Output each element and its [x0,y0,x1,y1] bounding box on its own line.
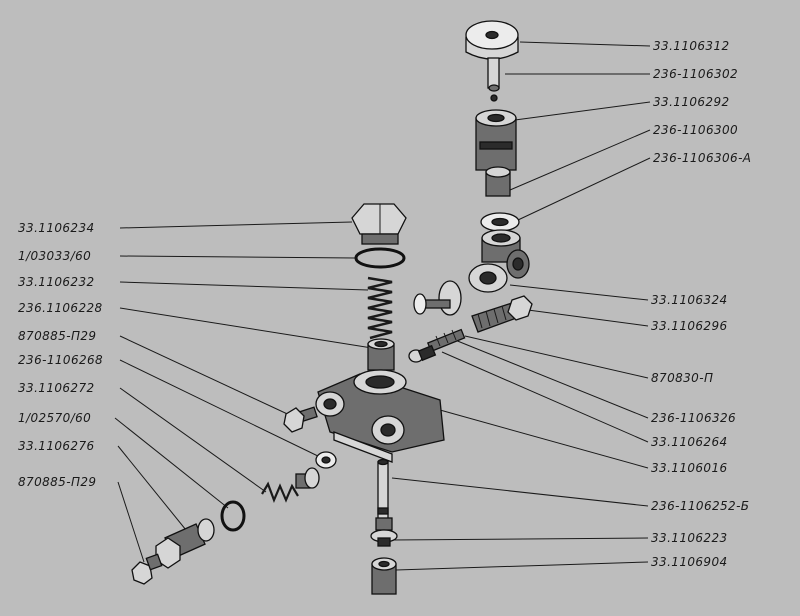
leader-870885-p29a [119,335,297,419]
label-870830-p: 870830-П [651,371,713,385]
leader-236-1106252b [391,477,649,507]
leader-236-1106228 [119,307,373,349]
label-1-03033-60: 1/03033/60 [18,249,91,263]
leader-236-1106300 [509,129,651,191]
leader-33-1106904 [395,561,649,571]
label-33-1106324: 33.1106324 [651,293,728,307]
leader-33-1106292 [514,101,651,121]
leader-33-1106324 [509,284,649,301]
part-gasket-washer [315,451,337,469]
leader-33-1106234 [119,221,353,229]
leader-236-1106326 [454,339,649,419]
leader-33-1106296 [527,309,649,327]
leader-lines [114,41,651,571]
label-870885-p29b: 870885-П29 [18,475,96,489]
label-33-1106223: 33.1106223 [651,531,728,545]
label-33-1106296: 33.1106296 [651,319,728,333]
part-cap-knob [465,20,519,60]
label-236-1106268: 236-1106268 [18,353,103,367]
leader-33-1106016 [439,409,649,469]
leader-236-1106306a [517,157,651,221]
part-valve-spring-assembly [261,467,320,503]
part-small-screw [283,406,318,433]
part-long-pin [377,458,389,521]
label-236-1106300: 236-1106300 [653,123,738,137]
label-33-1106276: 33.1106276 [18,439,95,453]
label-236-1106306a: 236-1106306-А [653,151,751,165]
part-hex-bolt [131,553,163,585]
label-236-1106228: 236.1106228 [18,301,103,315]
label-870885-p29a: 870885-П29 [18,329,96,343]
leader-1-02570-60 [114,417,229,509]
part-hex-cap [351,203,407,245]
leader-33-1106276 [117,445,187,531]
label-33-1106292: 33.1106292 [653,95,730,109]
part-plunger-rod [408,328,466,363]
part-piston-body [475,109,517,171]
part-seal-ring [220,500,246,532]
leader-33-1106264 [441,351,649,443]
part-valve-seat [367,338,395,371]
label-33-1106264: 33.1106264 [651,435,728,449]
label-33-1106232: 33.1106232 [18,275,95,289]
leader-1-03033-60 [119,255,356,259]
label-33-1106016: 33.1106016 [651,461,728,475]
leader-33-1106272 [119,387,267,493]
leader-236-1106268 [119,359,323,459]
label-33-1106272: 33.1106272 [18,381,95,395]
part-plunger-head [413,280,462,316]
part-washer [480,212,520,232]
part-o-ring [354,247,406,269]
part-spring [367,276,393,340]
part-pin-stem [487,57,500,102]
part-bushing [371,557,397,595]
label-236-1106252b: 236-1106252-Б [651,499,749,513]
part-union-nut [155,518,215,569]
part-sleeve [485,166,511,197]
leader-33-1106312 [519,41,651,47]
labels-right: 33.1106312 236-1106302 33.1106292 236-11… [651,39,751,569]
leader-33-1106223 [391,537,649,541]
part-banjo-fitting [468,229,530,293]
leader-870885-p29b [117,481,145,563]
part-nozzle [370,517,398,547]
leader-33-1106232 [119,281,369,291]
label-236-1106326: 236-1106326 [651,411,736,425]
labels-left: 33.1106234 1/03033/60 33.1106232 236.110… [18,221,103,489]
part-threaded-plug [471,295,533,333]
label-33-1106312: 33.1106312 [653,39,730,53]
label-236-1106302: 236-1106302 [653,67,738,81]
part-housing [315,369,445,463]
label-33-1106904: 33.1106904 [651,555,728,569]
leader-870830-p [464,335,649,379]
label-1-02570-60: 1/02570/60 [18,411,91,425]
label-33-1106234: 33.1106234 [18,221,95,235]
